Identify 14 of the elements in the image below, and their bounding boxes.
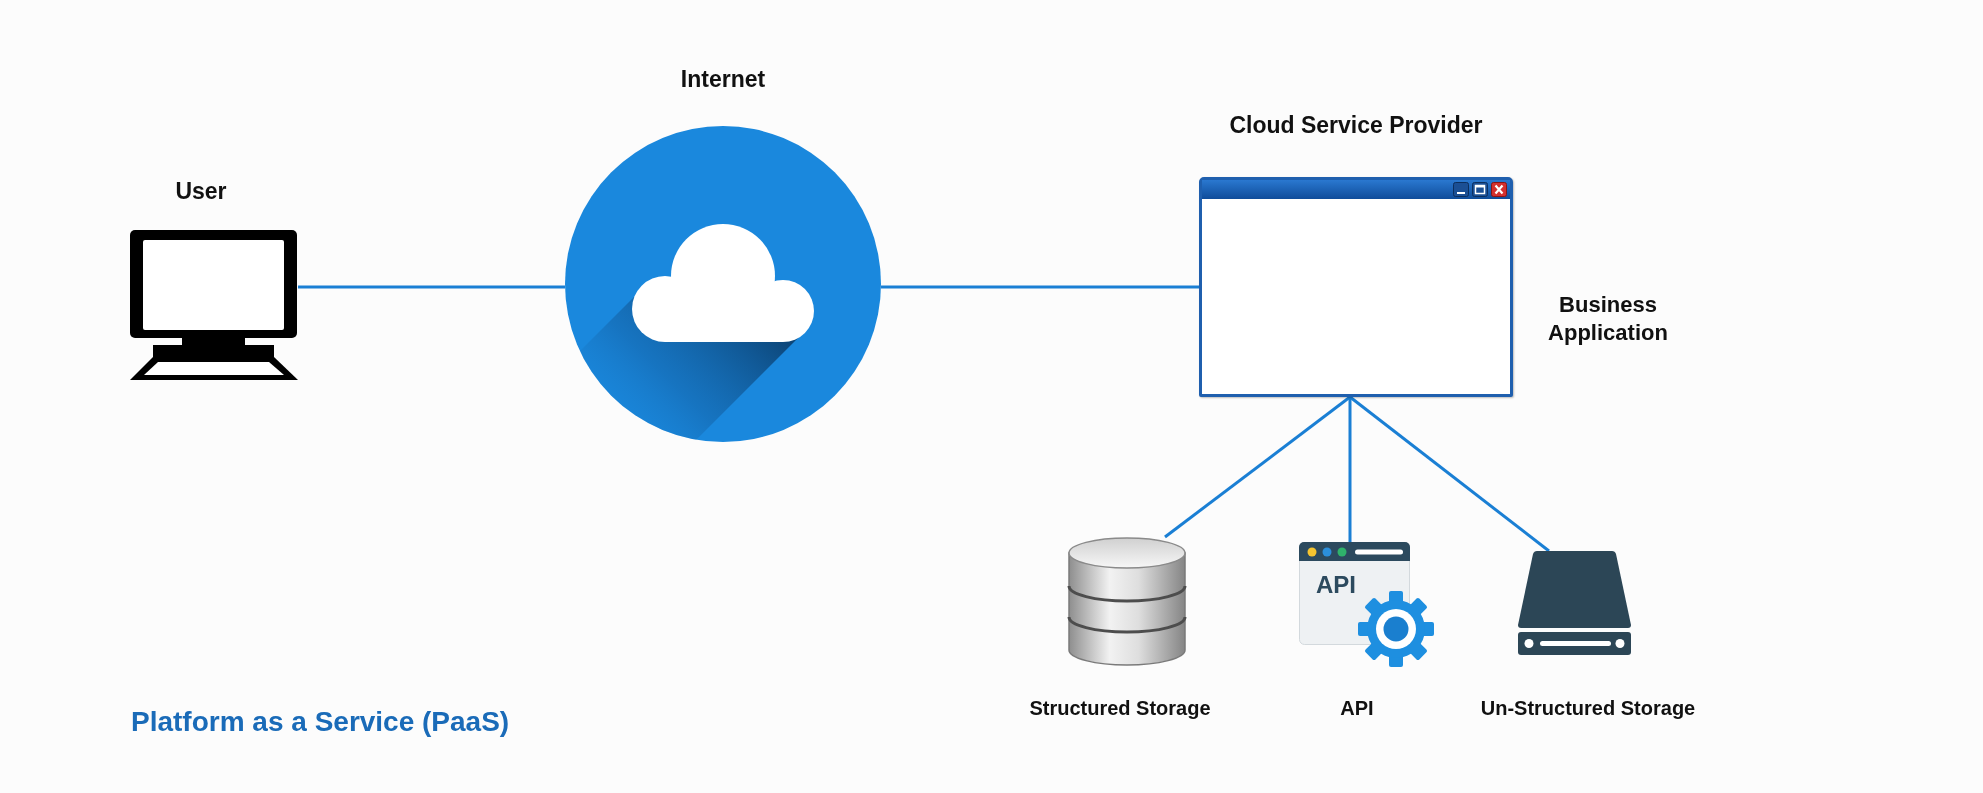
node-label: Internet	[680, 65, 766, 94]
side-label: Business Application	[1547, 291, 1669, 347]
node-label: API	[1340, 696, 1374, 721]
node-label: Cloud Service Provider	[1229, 111, 1483, 140]
diagram-title: Platform as a Service (PaaS)	[131, 705, 510, 739]
connector-line	[1348, 397, 1352, 542]
connector-line	[1349, 395, 1550, 553]
icon-label: API	[1316, 571, 1356, 599]
connector-line	[1164, 395, 1351, 539]
connector-line	[298, 285, 565, 289]
node-label: Un-Structured Storage	[1480, 696, 1696, 721]
connector-line	[881, 285, 1199, 289]
node-label: User	[175, 177, 227, 206]
node-label: Structured Storage	[1029, 696, 1211, 721]
